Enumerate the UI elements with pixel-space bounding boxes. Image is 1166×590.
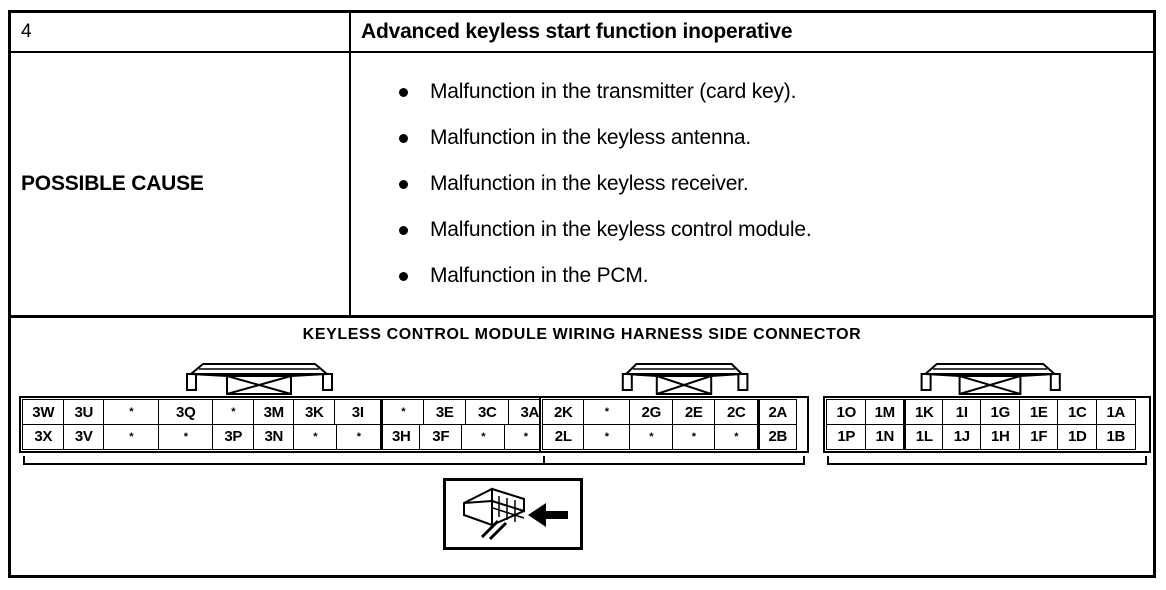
pin-1H: 1H bbox=[980, 423, 1021, 450]
case-number: 4 bbox=[21, 21, 32, 42]
connector-latch bbox=[159, 360, 359, 398]
possible-cause-text: Malfunction in the keyless antenna. bbox=[430, 126, 752, 149]
pin-3N: 3N bbox=[252, 423, 295, 450]
pin-3M: 3M bbox=[252, 399, 295, 426]
pin-cavity-empty: * bbox=[582, 423, 631, 450]
pin-1B: 1B bbox=[1095, 423, 1136, 450]
pin-cavity-empty: * bbox=[293, 423, 338, 450]
pin-cavity-empty: * bbox=[335, 423, 382, 450]
possible-cause-text: Malfunction in the transmitter (card key… bbox=[430, 80, 797, 103]
connector-1-base bbox=[827, 456, 1147, 465]
pin-cavity-empty: * bbox=[671, 423, 716, 450]
connector-latch bbox=[895, 360, 1085, 398]
bullet-icon bbox=[399, 133, 408, 143]
case-title-cell: Advanced keyless start function inoperat… bbox=[351, 13, 1153, 51]
pin-3U: 3U bbox=[62, 399, 105, 426]
pin-1K: 1K bbox=[903, 399, 944, 426]
possible-cause-text: Malfunction in the keyless receiver. bbox=[430, 172, 749, 195]
pin-1O: 1O bbox=[826, 399, 867, 426]
connector-diagram-heading: KEYLESS CONTROL MODULE WIRING HARNESS SI… bbox=[302, 326, 862, 343]
pin-2E: 2E bbox=[671, 399, 716, 426]
possible-cause-item: Malfunction in the transmitter (card key… bbox=[399, 80, 1153, 104]
pin-2K: 2K bbox=[542, 399, 585, 426]
pin-cavity-empty: * bbox=[103, 399, 160, 426]
pin-1A: 1A bbox=[1095, 399, 1136, 426]
pin-2C: 2C bbox=[714, 399, 759, 426]
connector-diagram-section: KEYLESS CONTROL MODULE WIRING HARNESS SI… bbox=[11, 318, 1153, 576]
pin-1L: 1L bbox=[903, 423, 944, 450]
pin-cavity-empty: * bbox=[380, 399, 425, 426]
pin-3C: 3C bbox=[465, 399, 510, 426]
pin-3X: 3X bbox=[22, 423, 65, 450]
pin-3E: 3E bbox=[422, 399, 467, 426]
connector-2-base bbox=[543, 456, 805, 465]
pin-1F: 1F bbox=[1018, 423, 1059, 450]
pin-3H: 3H bbox=[380, 423, 421, 450]
page-title: Advanced keyless start function inoperat… bbox=[361, 20, 793, 43]
connector-with-arrow-icon bbox=[463, 487, 568, 541]
pin-1I: 1I bbox=[941, 399, 982, 426]
possible-cause-list-cell: Malfunction in the transmitter (card key… bbox=[351, 53, 1153, 315]
service-manual-page: 4 Advanced keyless start function inoper… bbox=[8, 10, 1156, 578]
pin-1D: 1D bbox=[1057, 423, 1098, 450]
pin-1G: 1G bbox=[980, 399, 1021, 426]
possible-cause-label: POSSIBLE CAUSE bbox=[21, 172, 204, 195]
pin-cavity-empty: * bbox=[461, 423, 506, 450]
pin-2B: 2B bbox=[756, 423, 797, 450]
possible-cause-item: Malfunction in the PCM. bbox=[399, 264, 1153, 288]
pin-1M: 1M bbox=[864, 399, 905, 426]
pin-1J: 1J bbox=[941, 423, 982, 450]
pin-cavity-empty: * bbox=[212, 399, 255, 426]
table-header-row: 4 Advanced keyless start function inoper… bbox=[11, 13, 1153, 53]
pin-cavity-empty: * bbox=[629, 423, 674, 450]
pin-cavity-empty: * bbox=[714, 423, 759, 450]
pin-cavity-empty: * bbox=[103, 423, 160, 450]
pin-2L: 2L bbox=[542, 423, 585, 450]
connector-3-base bbox=[23, 456, 569, 465]
pin-3Q: 3Q bbox=[157, 399, 214, 426]
pin-1C: 1C bbox=[1057, 399, 1098, 426]
pin-3V: 3V bbox=[62, 423, 105, 450]
pin-1E: 1E bbox=[1018, 399, 1059, 426]
pin-2A: 2A bbox=[756, 399, 797, 426]
pin-3W: 3W bbox=[22, 399, 65, 426]
pin-3F: 3F bbox=[418, 423, 463, 450]
pin-3I: 3I bbox=[333, 399, 382, 426]
connector-illustration-box bbox=[443, 478, 583, 550]
case-number-cell: 4 bbox=[11, 13, 351, 51]
possible-cause-item: Malfunction in the keyless antenna. bbox=[399, 126, 1153, 150]
connector-latch bbox=[599, 360, 769, 398]
pin-3K: 3K bbox=[293, 399, 336, 426]
pin-cavity-empty: * bbox=[157, 423, 214, 450]
pin-1P: 1P bbox=[826, 423, 867, 450]
possible-cause-list: Malfunction in the transmitter (card key… bbox=[361, 69, 1153, 299]
possible-cause-row: POSSIBLE CAUSE Malfunction in the transm… bbox=[11, 53, 1153, 318]
possible-cause-item: Malfunction in the keyless receiver. bbox=[399, 172, 1153, 196]
bullet-icon bbox=[399, 271, 408, 281]
pin-3P: 3P bbox=[212, 423, 255, 450]
possible-cause-item: Malfunction in the keyless control modul… bbox=[399, 218, 1153, 242]
pin-1N: 1N bbox=[864, 423, 905, 450]
bullet-icon bbox=[399, 87, 408, 97]
pin-2G: 2G bbox=[629, 399, 674, 426]
pin-cavity-empty: * bbox=[582, 399, 631, 426]
possible-cause-text: Malfunction in the keyless control modul… bbox=[430, 218, 812, 241]
possible-cause-text: Malfunction in the PCM. bbox=[430, 264, 649, 287]
bullet-icon bbox=[399, 179, 408, 189]
bullet-icon bbox=[399, 225, 408, 235]
connector-2-bottom-row: 2L****2B bbox=[542, 423, 805, 450]
possible-cause-label-cell: POSSIBLE CAUSE bbox=[11, 53, 351, 315]
